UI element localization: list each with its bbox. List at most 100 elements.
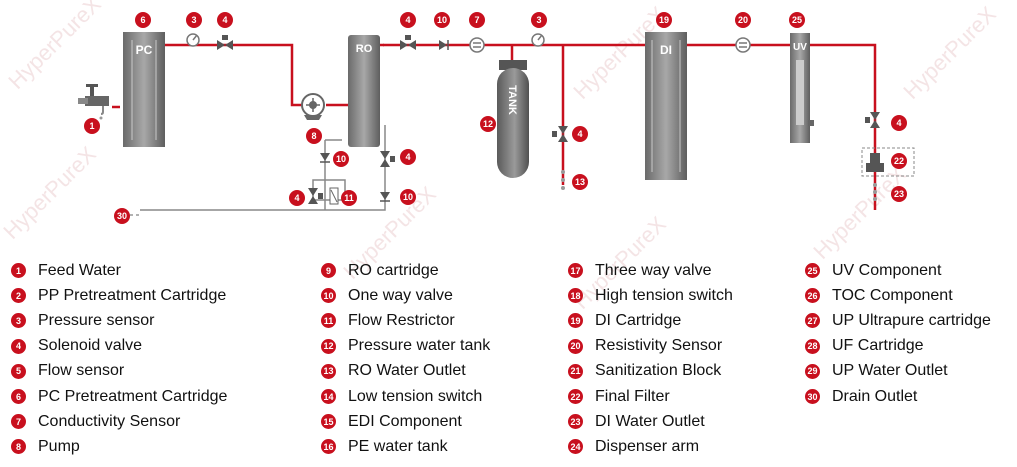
final-filter — [861, 147, 915, 177]
svg-text:25: 25 — [792, 15, 802, 25]
one-way-valve-icon — [439, 40, 449, 50]
solenoid-valve-icon — [217, 35, 233, 50]
pc-label: PC — [136, 43, 153, 57]
pump-icon — [301, 93, 325, 120]
di-cartridge: DI — [645, 32, 687, 180]
svg-text:10: 10 — [403, 192, 413, 202]
legend-item: 7 Conductivity Sensor — [11, 409, 227, 434]
callout-badge: 10 — [434, 12, 450, 28]
legend-label: Feed Water — [38, 261, 121, 279]
legend-label: UP Ultrapure cartridge — [832, 311, 991, 329]
svg-text:10: 10 — [437, 15, 447, 25]
svg-text:6: 6 — [140, 15, 145, 25]
solenoid-valve-icon — [400, 35, 416, 50]
flow-restrictor-icon — [329, 187, 339, 205]
legend-label: PC Pretreatment Cartridge — [38, 387, 228, 405]
legend-number-badge: 3 — [11, 313, 26, 329]
callout-badge: 25 — [789, 12, 805, 28]
legend-label: UV Component — [832, 261, 942, 279]
legend-label: PP Pretreatment Cartridge — [38, 286, 227, 304]
legend-item: 2 PP Pretreatment Cartridge — [11, 283, 227, 308]
callout-badge: 22 — [891, 153, 907, 169]
svg-text:30: 30 — [117, 211, 127, 221]
legend-number-badge: 7 — [11, 414, 26, 430]
legend-label: Solenoid valve — [38, 337, 143, 355]
svg-text:4: 4 — [405, 152, 410, 162]
legend-label: Dispenser arm — [595, 437, 700, 455]
callout-badge: 10 — [333, 151, 349, 167]
callout-badge: 13 — [572, 174, 588, 190]
legend-label: PE water tank — [348, 437, 448, 455]
legend-item: 24 Dispenser arm — [568, 434, 733, 459]
svg-text:4: 4 — [577, 129, 582, 139]
callout-badge: 12 — [480, 116, 496, 132]
ro-label: RO — [356, 43, 373, 55]
svg-text:4: 4 — [896, 118, 901, 128]
water-drop-icon — [873, 183, 877, 201]
callout-badge: 4 — [400, 149, 416, 165]
svg-text:4: 4 — [294, 193, 299, 203]
callout-badge: 6 — [135, 12, 151, 28]
svg-text:10: 10 — [336, 154, 346, 164]
uv-label: UV — [793, 42, 807, 53]
legend-number-badge: 4 — [11, 338, 26, 354]
pc-cartridge: PC — [123, 32, 165, 147]
svg-text:11: 11 — [344, 193, 354, 203]
legend-number-badge: 2 — [11, 288, 26, 304]
legend-label: Pressure water tank — [348, 337, 491, 355]
legend-label: Conductivity Sensor — [38, 412, 181, 430]
legend-number-badge: 18 — [568, 288, 583, 304]
legend-label: RO cartridge — [348, 261, 439, 279]
svg-text:1: 1 — [89, 121, 94, 131]
svg-text:7: 7 — [474, 15, 479, 25]
callout-badge: 4 — [289, 190, 305, 206]
svg-text:4: 4 — [405, 15, 410, 25]
one-way-valve-icon — [320, 153, 330, 163]
pressure-water-tank: TANK — [497, 45, 529, 178]
legend-label: Resistivity Sensor — [595, 337, 723, 355]
legend-label: Pump — [38, 437, 80, 455]
legend-label: One way valve — [348, 286, 453, 304]
legend-label: RO Water Outlet — [348, 362, 466, 380]
legend-number-badge: 11 — [321, 313, 336, 329]
legend-number-badge: 23 — [568, 414, 583, 430]
callout-badge: 10 — [400, 189, 416, 205]
legend-number-badge: 24 — [568, 439, 583, 455]
ro-cartridge: RO — [348, 35, 380, 147]
water-drop-icon — [561, 170, 565, 190]
di-label: DI — [660, 43, 672, 57]
svg-text:20: 20 — [738, 15, 748, 25]
one-way-valve-icon — [380, 192, 390, 202]
callout-badge: 1 — [84, 118, 100, 134]
legend-number-badge: 22 — [568, 389, 583, 405]
legend-number-badge: 12 — [321, 338, 336, 354]
legend-label: Flow sensor — [38, 362, 125, 380]
legend-label: Sanitization Block — [595, 362, 722, 380]
legend-item: 12 Pressure water tank — [321, 334, 490, 359]
resistivity-sensor-icon — [735, 37, 751, 53]
legend-number-badge: 13 — [321, 363, 336, 379]
